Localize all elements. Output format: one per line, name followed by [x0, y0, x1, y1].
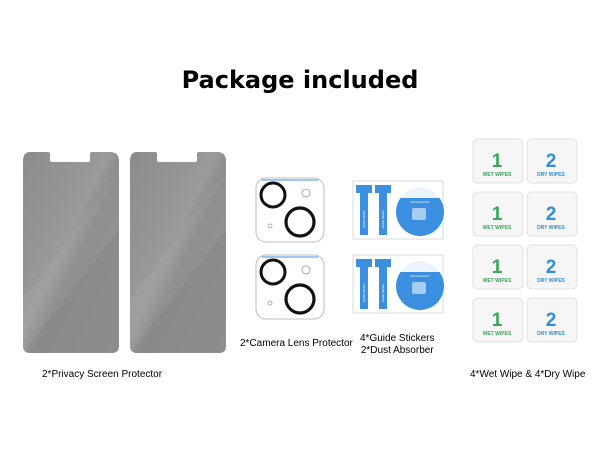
wet-wipe-number: 1	[492, 151, 503, 172]
caption-guide-stickers-line: 4*Guide Stickers	[360, 333, 435, 344]
guide-sticker-strip-text: Guide Sticker	[362, 284, 366, 302]
dry-wipe-label: DRY WIPES	[537, 172, 565, 178]
dry-wipe-number: 2	[546, 151, 557, 172]
dry-wipe-label: DRY WIPES	[537, 278, 565, 284]
wet-wipe: 1 WET WIPES	[472, 138, 524, 184]
guide-sticker-strip-text: Guide Sticker	[362, 210, 366, 228]
wet-wipe: 1 WET WIPES	[472, 191, 524, 237]
dry-wipe: 2 DRY WIPES	[526, 138, 578, 184]
dust-absorber-label: Dust-absorber	[410, 274, 429, 278]
wet-wipe-label: WET WIPES	[483, 278, 512, 284]
caption-privacy-screen-protector: 2*Privacy Screen Protector	[42, 369, 163, 380]
wet-wipe-label: WET WIPES	[483, 225, 512, 231]
guide-stickers-card-2	[352, 254, 444, 314]
page-title: Package included	[181, 66, 419, 94]
guide-stickers-card-1	[352, 180, 444, 240]
wet-wipe-number: 1	[492, 257, 503, 278]
wet-wipe-label: WET WIPES	[483, 331, 512, 337]
wet-wipe: 1 WET WIPES	[472, 297, 524, 343]
dust-absorber-label: Dust-absorber	[410, 200, 429, 204]
dry-wipe: 2 DRY WIPES	[526, 244, 578, 290]
dry-wipe-label: DRY WIPES	[537, 331, 565, 337]
dry-wipe-number: 2	[546, 257, 557, 278]
dry-wipe-number: 2	[546, 204, 557, 225]
camera-lens-protector-1	[255, 177, 325, 243]
guide-sticker-strip-text: Guide Sticker	[381, 210, 385, 228]
guide-sticker-strip-text: Guide Sticker	[381, 284, 385, 302]
wet-wipe-label: WET WIPES	[483, 172, 512, 178]
caption-camera-lens-protector: 2*Camera Lens Protector	[240, 338, 353, 349]
privacy-screen-protector-2	[130, 152, 226, 353]
wet-wipe-number: 1	[492, 204, 503, 225]
camera-lens-protector-2	[255, 254, 325, 320]
privacy-screen-protector-1	[23, 152, 119, 353]
caption-guide-stickers: 4*Guide Stickers 2*Dust Absorber	[360, 333, 434, 357]
dry-wipe: 2 DRY WIPES	[526, 297, 578, 343]
dry-wipe-label: DRY WIPES	[537, 225, 565, 231]
wet-wipe: 1 WET WIPES	[472, 244, 524, 290]
dry-wipe: 2 DRY WIPES	[526, 191, 578, 237]
dry-wipe-number: 2	[546, 310, 557, 331]
wet-wipe-number: 1	[492, 310, 503, 331]
caption-wipes: 4*Wet Wipe & 4*Dry Wipe	[470, 369, 586, 380]
caption-dust-absorber-line: 2*Dust Absorber	[360, 345, 434, 356]
